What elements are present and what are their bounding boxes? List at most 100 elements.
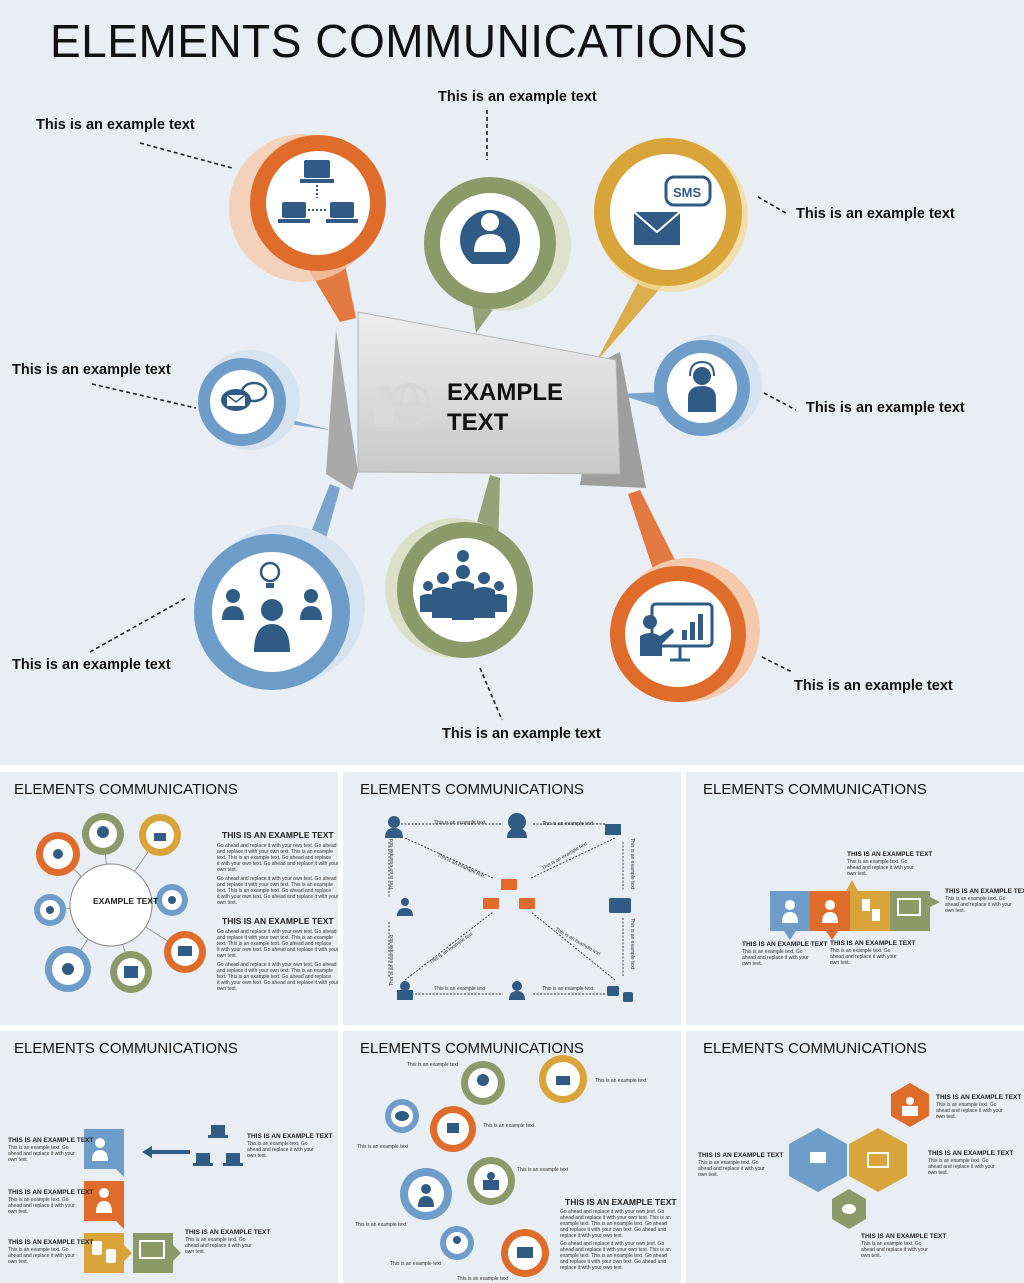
svg-text:THIS IS AN EXAMPLE TEXT: THIS IS AN EXAMPLE TEXT: [8, 1189, 93, 1196]
svg-text:own text.: own text.: [928, 1170, 948, 1176]
svg-text:Go ahead and replace it with y: Go ahead and replace it with your own te…: [560, 1241, 664, 1247]
svg-text:THIS IS AN EXAMPLE TEXT: THIS IS AN EXAMPLE TEXT: [185, 1229, 270, 1236]
svg-text:example text. This is an examp: example text. This is an example text. G…: [560, 1253, 667, 1259]
svg-text:and replace it with your own t: and replace it with your own text. This …: [217, 968, 333, 974]
svg-text:This is an example text. Go: This is an example text. Go: [742, 949, 803, 955]
svg-text:own text.: own text.: [217, 900, 237, 906]
svg-text:own text.: own text.: [742, 961, 762, 967]
svg-text:This is an example text. Go: This is an example text. Go: [8, 1145, 69, 1151]
svg-text:This is an example text: This is an example text: [457, 1276, 509, 1282]
svg-text:THIS IS AN EXAMPLE TEXT: THIS IS AN EXAMPLE TEXT: [222, 830, 334, 840]
meeting-idea-icon: [222, 561, 322, 652]
label-meeting: This is an example text: [12, 657, 171, 673]
center-ribbon: [326, 311, 646, 490]
thumbnail-5-diagram: This is an example text This is an examp…: [355, 1055, 677, 1282]
svg-text:This is an example text: This is an example text: [436, 852, 485, 879]
svg-text:ahead and replace it with your: ahead and replace it with your: [936, 1108, 1003, 1114]
svg-text:text. This is an example text.: text. This is an example text. Go ahead …: [217, 888, 331, 894]
svg-text:THIS IS AN EXAMPLE TEXT: THIS IS AN EXAMPLE TEXT: [945, 888, 1024, 895]
svg-text:own text.: own text.: [936, 1114, 956, 1120]
svg-text:This is an example text: This is an example text: [541, 841, 589, 872]
svg-text:ahead and replace it with your: ahead and replace it with your own text.…: [560, 1215, 671, 1221]
svg-text:replace it with your own text.: replace it with your own text.: [560, 1265, 623, 1271]
center-label-line2: TEXT: [447, 409, 509, 436]
svg-text:text. This is an example text.: text. This is an example text. Go ahead …: [217, 855, 331, 861]
thumbnail-title: ELEMENTS COMMUNICATIONS: [360, 781, 584, 798]
svg-text:This is an example text: This is an example text: [434, 820, 486, 826]
svg-text:ahead and replace it with your: ahead and replace it with your: [945, 902, 1012, 908]
svg-text:THIS IS AN EXAMPLE TEXT: THIS IS AN EXAMPLE TEXT: [565, 1197, 677, 1207]
svg-text:This is an example text. Go: This is an example text. Go: [945, 896, 1006, 902]
svg-text:Go ahead and replace it with y: Go ahead and replace it with your own te…: [217, 843, 337, 849]
svg-text:THIS IS AN EXAMPLE TEXT: THIS IS AN EXAMPLE TEXT: [861, 1233, 946, 1240]
svg-text:ahead and replace it with your: ahead and replace it with your: [8, 1151, 75, 1157]
svg-text:This is an example text: This is an example text: [407, 1062, 459, 1068]
svg-text:This is an example text. Go: This is an example text. Go: [847, 859, 908, 865]
svg-text:THIS IS AN EXAMPLE TEXT: THIS IS AN EXAMPLE TEXT: [830, 940, 915, 947]
svg-text:own text.: own text.: [217, 986, 237, 992]
thumbnail-2[interactable]: ELEMENTS COMMUNICATIONS This is an examp…: [343, 772, 681, 1025]
svg-text:This is an example text: This is an example text: [554, 927, 602, 958]
svg-text:and replace it with your own t: and replace it with your own text. This …: [217, 849, 333, 855]
label-presentation: This is an example text: [794, 678, 953, 694]
svg-text:This is an example text. Go: This is an example text. Go: [8, 1247, 69, 1253]
callout-operator: [424, 177, 571, 311]
label-headset: This is an example text: [806, 400, 965, 416]
svg-text:ahead and replace it with your: ahead and replace it with your own text.…: [560, 1247, 671, 1253]
svg-text:This is an example text: This is an example text: [429, 931, 475, 966]
thumbnail-1-diagram: EXAMPLE TEXT THIS IS AN EXAMPLE TEXT Go …: [34, 813, 338, 993]
thumbnail-6[interactable]: ELEMENTS COMMUNICATIONS THIS IS AN EXAMP…: [686, 1031, 1024, 1283]
svg-text:Go ahead and replace it with y: Go ahead and replace it with your own te…: [560, 1209, 664, 1215]
label-chat: This is an example text: [12, 362, 171, 378]
svg-text:own text.: own text.: [247, 1153, 267, 1159]
svg-text:This is an example text: This is an example text: [434, 986, 486, 992]
svg-text:Go ahead and replace it with y: Go ahead and replace it with your own te…: [217, 962, 337, 968]
svg-text:This is an example text: This is an example text: [542, 821, 594, 827]
globe-person-icon: [375, 383, 431, 427]
svg-text:own text.: own text.: [8, 1157, 28, 1163]
callout-sms: SMS: [594, 138, 748, 292]
sms-envelope-icon: SMS: [633, 175, 712, 245]
svg-text:text. This is an example text.: text. This is an example text. Go ahead …: [217, 941, 331, 947]
svg-text:it with your own text. Go ahea: it with your own text. Go ahead and repl…: [217, 894, 338, 900]
svg-text:THIS IS AN EXAMPLE TEXT: THIS IS AN EXAMPLE TEXT: [247, 1133, 332, 1140]
thumbnail-4[interactable]: ELEMENTS COMMUNICATIONS THIS IS AN EXAMP…: [0, 1031, 338, 1283]
thumbnail-title: ELEMENTS COMMUNICATIONS: [14, 1040, 238, 1057]
svg-text:text. This is an example text.: text. This is an example text. Go ahead …: [217, 974, 331, 980]
svg-text:This is an example text: This is an example text: [389, 934, 395, 986]
main-slide: ELEMENTS COMMUNICATIONS: [0, 0, 1024, 765]
svg-text:and replace it with your own t: and replace it with your own text. Go ah…: [560, 1227, 666, 1233]
callout-meeting: [194, 525, 365, 690]
thumbnail-5[interactable]: ELEMENTS COMMUNICATIONS This is an examp…: [343, 1031, 681, 1283]
leader-lines: [89, 110, 797, 721]
thumbnail-1[interactable]: ELEMENTS COMMUNICATIONS EXAMPLE TEXT THI…: [0, 772, 338, 1025]
svg-text:replace it with your own text.: replace it with your own text.: [560, 1233, 623, 1239]
svg-text:own text.: own text.: [847, 871, 867, 877]
svg-text:This is an example text: This is an example text: [355, 1222, 407, 1228]
svg-text:EXAMPLE TEXT: EXAMPLE TEXT: [93, 896, 159, 906]
team-alert-icon: [420, 550, 507, 620]
callout-presentation: [610, 558, 760, 702]
svg-text:own text.: own text.: [8, 1259, 28, 1265]
label-sms: This is an example text: [796, 206, 955, 222]
svg-text:This is an example text. Go: This is an example text. Go: [830, 948, 891, 954]
callout-chat: [198, 350, 300, 450]
svg-text:This is an example text. Go: This is an example text. Go: [698, 1160, 759, 1166]
svg-text:THIS IS AN EXAMPLE TEXT: THIS IS AN EXAMPLE TEXT: [742, 941, 827, 948]
svg-text:ahead and replace it with your: ahead and replace it with your: [847, 865, 914, 871]
svg-text:it with your own text. Go ahea: it with your own text. Go ahead and repl…: [217, 980, 338, 986]
svg-text:and replace it with your own t: and replace it with your own text. Go ah…: [560, 1259, 666, 1265]
svg-text:and replace it with your own t: and replace it with your own text. This …: [217, 882, 333, 888]
svg-text:THIS IS AN EXAMPLE TEXT: THIS IS AN EXAMPLE TEXT: [8, 1239, 93, 1246]
thumbnail-6-diagram: THIS IS AN EXAMPLE TEXT This is an examp…: [698, 1083, 1021, 1259]
thumbnail-title: ELEMENTS COMMUNICATIONS: [14, 781, 238, 798]
center-label-line1: EXAMPLE: [447, 379, 563, 406]
network-icon: [278, 160, 358, 223]
svg-text:own text.: own text.: [945, 908, 965, 914]
thumbnail-title: ELEMENTS COMMUNICATIONS: [360, 1040, 584, 1057]
thumbnail-title: ELEMENTS COMMUNICATIONS: [703, 1040, 927, 1057]
svg-text:ahead and replace it with your: ahead and replace it with your: [8, 1253, 75, 1259]
svg-text:ahead and replace it with your: ahead and replace it with your: [698, 1166, 765, 1172]
thumbnail-3[interactable]: ELEMENTS COMMUNICATIONS THIS IS AN EXAMP…: [686, 772, 1024, 1025]
svg-text:This is an example text. Go: This is an example text. Go: [185, 1237, 246, 1243]
